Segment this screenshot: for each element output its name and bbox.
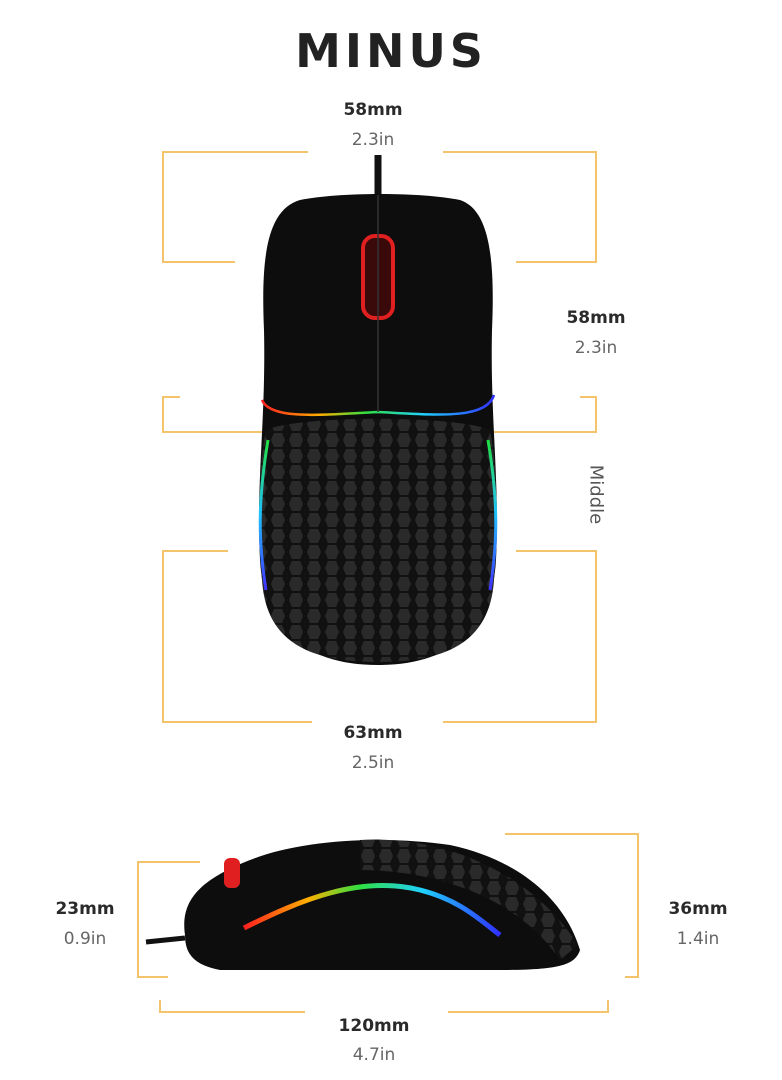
bracket-mid-right — [490, 396, 597, 433]
grip-middle-label: Middle — [585, 464, 607, 525]
back-height-mm: 36mm — [668, 899, 728, 919]
bracket-bottom-right — [443, 550, 597, 723]
front-height-mm: 23mm — [55, 899, 115, 919]
grip-bottom-in: 2.5in — [351, 753, 395, 773]
bracket-length-left — [159, 1000, 305, 1013]
front-height-in: 0.9in — [63, 929, 107, 949]
bracket-top-right — [443, 151, 597, 263]
back-height-in: 1.4in — [676, 929, 720, 949]
length-mm: 120mm — [338, 1016, 410, 1036]
length-in: 4.7in — [352, 1045, 396, 1065]
grip-top-mm: 58mm — [343, 100, 403, 120]
product-title: MINUS — [295, 24, 487, 78]
bracket-bottom-left — [162, 550, 312, 723]
bracket-front-height — [137, 861, 200, 978]
bracket-top-left — [162, 151, 308, 263]
bracket-back-height — [505, 833, 639, 978]
grip-middle-in: 2.3in — [574, 338, 618, 358]
mouse-top-view-image — [258, 155, 498, 665]
grip-bottom-mm: 63mm — [343, 723, 403, 743]
bracket-length-right — [448, 1000, 609, 1013]
grip-top-in: 2.3in — [351, 130, 395, 150]
grip-middle-mm: 58mm — [566, 308, 626, 328]
mouse-side-view-image — [145, 839, 580, 970]
dimension-brackets — [137, 151, 639, 1013]
bracket-mid-left — [162, 396, 262, 433]
